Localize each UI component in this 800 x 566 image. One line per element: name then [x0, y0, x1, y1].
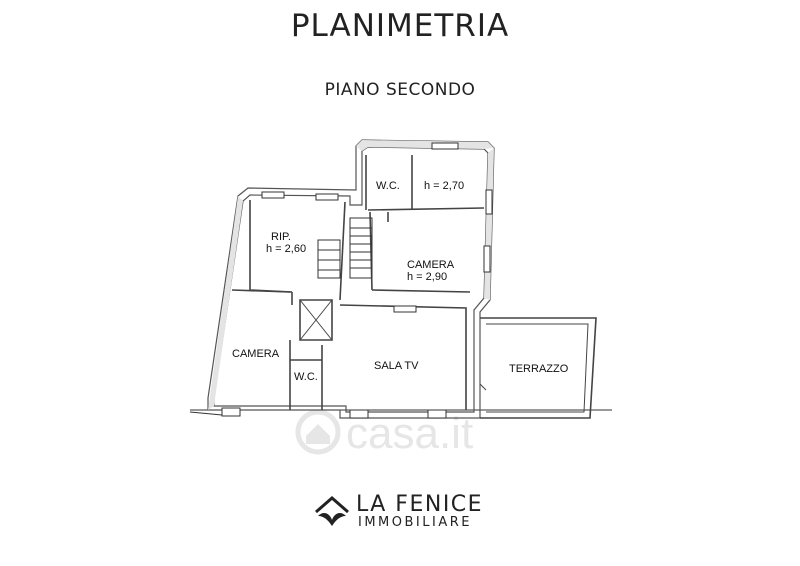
- interior-walls: [231, 155, 485, 410]
- phoenix-house-icon: [315, 496, 349, 526]
- wc-bottom-label: W.C.: [294, 371, 318, 383]
- camera-right-label: CAMERA: [407, 259, 455, 271]
- logo-name: LA FENICE: [356, 492, 484, 517]
- plan-title: PLANIMETRIA: [290, 8, 510, 44]
- camera-left-label: CAMERA: [232, 348, 280, 360]
- house-icon: [306, 424, 330, 444]
- sala-tv-label: SALA TV: [374, 360, 419, 372]
- windows: [221, 142, 493, 419]
- rip-height: h = 2,60: [266, 243, 306, 255]
- terrace: [479, 317, 597, 419]
- ground-line-left: [189, 411, 223, 416]
- camera-right-height: h = 2,90: [407, 271, 447, 283]
- rip-label: RIP.: [271, 231, 291, 243]
- terrazzo-label: TERRAZZO: [509, 363, 569, 375]
- staircase: [317, 217, 373, 279]
- wc-top-height: h = 2,70: [424, 180, 464, 192]
- floor-subtitle: PIANO SECONDO: [324, 80, 476, 100]
- logo-tagline: IMMOBILIARE: [358, 515, 472, 530]
- house-circle-icon: [295, 409, 341, 455]
- watermark: casa.it: [295, 409, 473, 458]
- wc-top-label: W.C.: [376, 180, 400, 192]
